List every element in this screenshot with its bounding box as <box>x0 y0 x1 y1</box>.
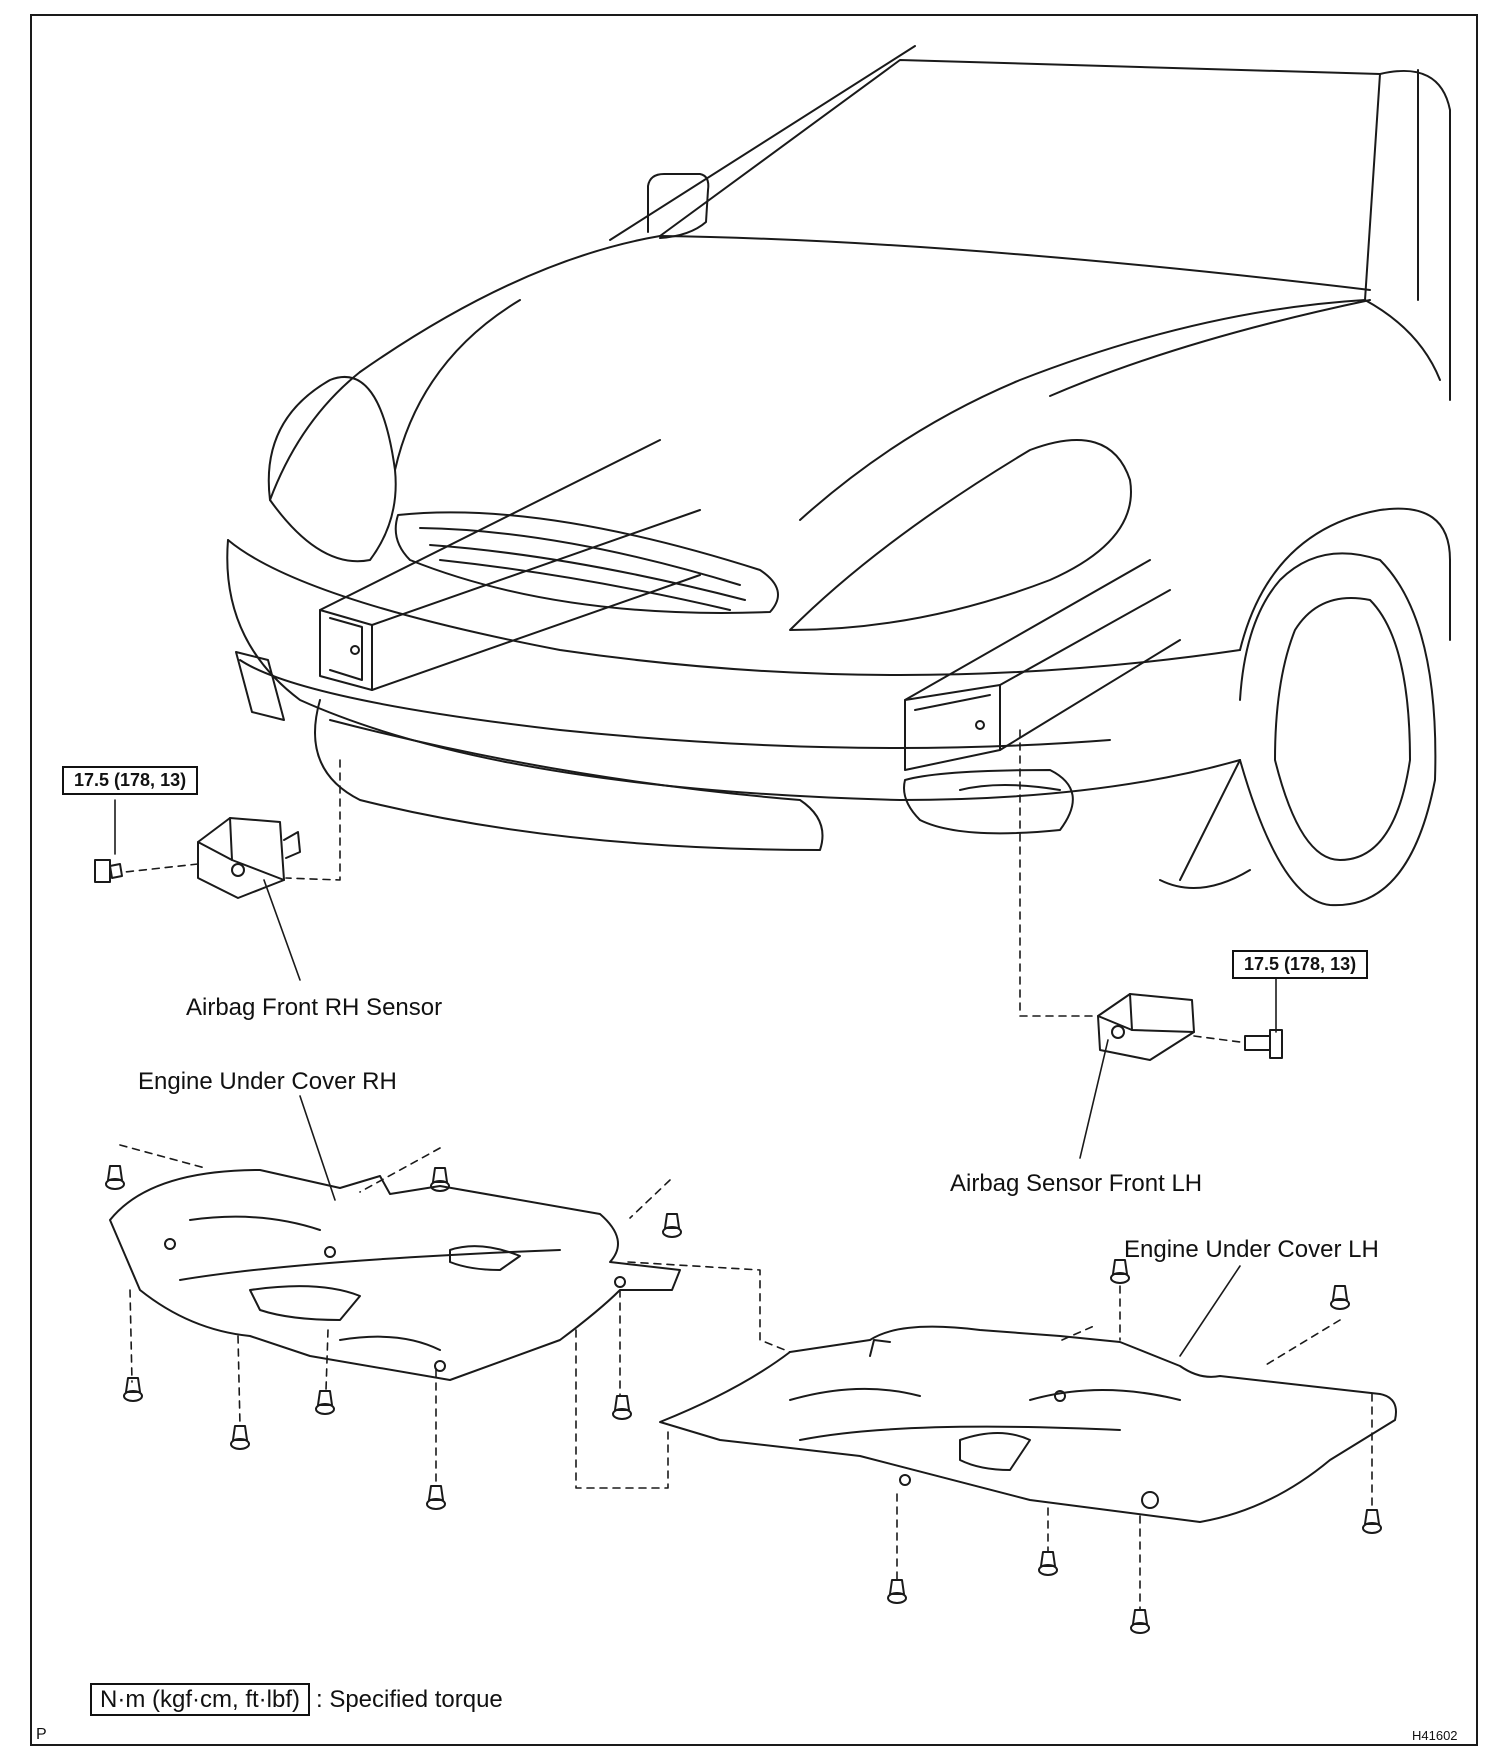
dashed-leader-lines <box>119 729 1373 1611</box>
corner-mark-left: P <box>36 1726 47 1743</box>
bolt <box>1130 1609 1150 1634</box>
bolt <box>430 1167 450 1192</box>
legend-text: : Specified torque <box>315 1686 503 1713</box>
bolt <box>230 1425 250 1450</box>
diagram-frame <box>30 14 1478 1746</box>
bolt <box>662 1213 682 1238</box>
bolt <box>123 1377 143 1402</box>
torque-spec-lh: 17.5 (178, 13) <box>1232 950 1369 979</box>
bolt <box>612 1395 632 1420</box>
label-engine-under-cover-rh: Engine Under Cover RH <box>138 1068 397 1095</box>
bolt <box>887 1579 907 1604</box>
lh-sensor-drawing <box>1097 993 1283 1061</box>
figure-code: H41602 <box>1412 1728 1458 1743</box>
car-outline <box>226 45 1451 907</box>
bolt <box>1110 1259 1130 1284</box>
label-airbag-front-rh-sensor: Airbag Front RH Sensor <box>186 994 443 1021</box>
bolts <box>105 1165 1382 1634</box>
sensor-beams <box>319 439 1181 771</box>
bolt <box>426 1485 446 1510</box>
rh-sensor-drawing <box>94 817 301 899</box>
bolt <box>105 1165 125 1190</box>
torque-spec-rh: 17.5 (178, 13) <box>62 766 199 795</box>
engine-under-cover-rh-drawing <box>109 1169 681 1381</box>
bolt <box>1330 1285 1350 1310</box>
torque-legend: N·m (kgf·cm, ft·lbf): Specified torque <box>90 1683 503 1716</box>
engine-under-cover-lh-drawing <box>659 1325 1397 1523</box>
legend-unit-box: N·m (kgf·cm, ft·lbf) <box>90 1683 310 1716</box>
label-engine-under-cover-lh: Engine Under Cover LH <box>1124 1236 1379 1263</box>
bolt <box>1362 1509 1382 1534</box>
label-pointer-lines <box>114 799 1277 1357</box>
label-airbag-sensor-front-lh: Airbag Sensor Front LH <box>950 1170 1203 1197</box>
bolt <box>315 1390 335 1415</box>
bolt <box>1038 1551 1058 1576</box>
